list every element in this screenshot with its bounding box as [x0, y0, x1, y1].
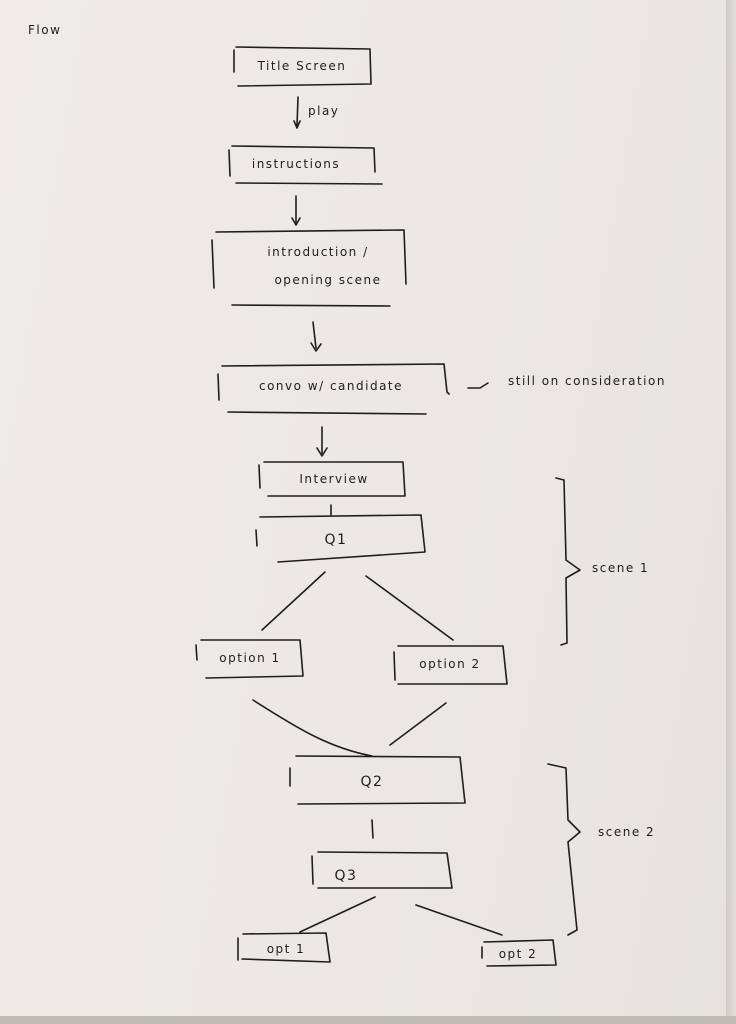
svg-text:opt 2: opt 2	[499, 947, 538, 961]
brace-scene-1: scene 1	[555, 477, 649, 646]
svg-text:convo w/ candidate: convo w/ candidate	[259, 379, 403, 393]
node-option-2: option 2	[393, 645, 508, 685]
svg-text:play: play	[308, 104, 339, 118]
annotation-convo-note: still on consideration	[467, 374, 666, 389]
connector	[371, 819, 374, 839]
node-option-1: option 1	[195, 639, 304, 679]
svg-text:Interview: Interview	[299, 472, 368, 486]
diagram-title: Flow	[28, 23, 61, 37]
node-opt-1: opt 1	[237, 932, 331, 963]
node-introduction: introduction / opening scene	[211, 229, 407, 307]
svg-text:opening scene: opening scene	[274, 273, 381, 287]
node-instructions: instructions	[228, 145, 383, 185]
arrow	[291, 195, 301, 226]
svg-text:scene 1: scene 1	[592, 561, 649, 575]
svg-text:scene 2: scene 2	[598, 825, 655, 839]
notebook-page	[0, 0, 726, 1016]
connector	[252, 699, 447, 757]
node-opt-2: opt 2	[481, 939, 557, 967]
node-title-screen: Title Screen	[233, 46, 372, 87]
page-bottom-edge	[0, 1016, 736, 1024]
svg-text:opt 1: opt 1	[267, 942, 306, 956]
node-interview: Interview	[258, 461, 406, 497]
svg-text:Q1: Q1	[325, 532, 348, 548]
svg-text:instructions: instructions	[252, 157, 340, 171]
node-q1: Q1	[255, 514, 426, 563]
arrow	[310, 321, 322, 352]
node-convo: convo w/ candidate	[217, 363, 450, 415]
connector	[299, 896, 503, 936]
svg-text:introduction /: introduction /	[267, 245, 368, 259]
svg-text:option 2: option 2	[419, 657, 480, 671]
svg-text:still on consideration: still on consideration	[508, 374, 666, 388]
page-edge	[726, 0, 736, 1024]
svg-text:Q3: Q3	[335, 868, 358, 884]
svg-text:Title Screen: Title Screen	[257, 59, 347, 73]
svg-text:option 1: option 1	[219, 651, 280, 665]
edge-play: play	[293, 96, 339, 129]
connector	[261, 571, 454, 641]
arrow	[316, 426, 328, 457]
node-q3: Q3	[311, 851, 453, 889]
brace-scene-2: scene 2	[547, 763, 655, 936]
node-q2: Q2	[289, 755, 466, 805]
svg-text:Q2: Q2	[361, 774, 384, 790]
